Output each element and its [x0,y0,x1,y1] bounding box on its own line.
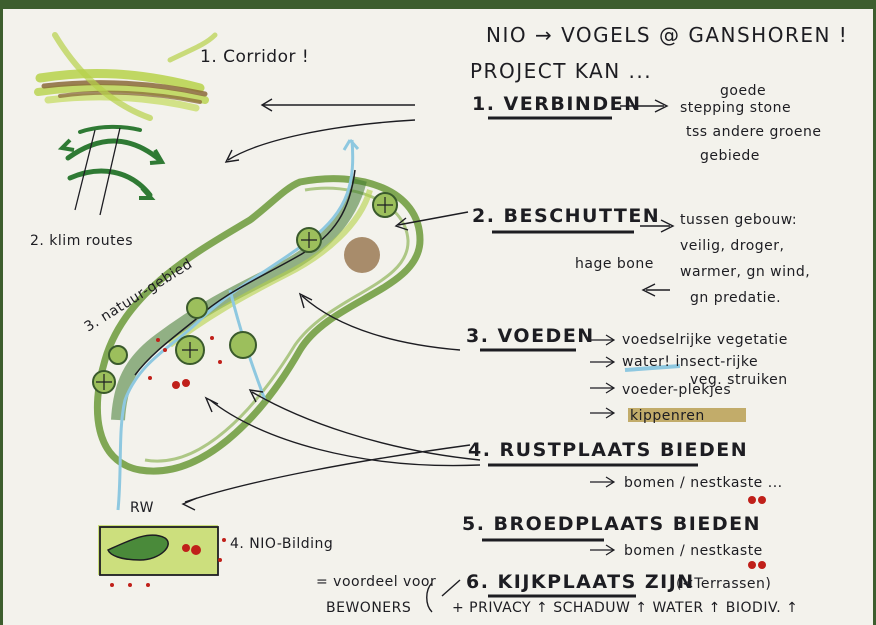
item-2-note: warmer, gn wind, [680,264,810,280]
nio-bilding-label: 4. NIO-Bilding [230,536,333,552]
item-1-note: stepping stone [680,100,791,116]
item-2-header: 2. BESCHUTTEN [472,205,660,227]
bewoners-label: BEWONERS [326,600,411,616]
item-6-header: 6. KIJKPLAATS ZIJN [466,571,695,593]
rw-label: RW [130,500,154,516]
nio-bilding-sketch [98,525,226,587]
item-4-header: 4. RUSTPLAATS BIEDEN [468,439,748,461]
item-6-note: + PRIVACY ↑ SCHADUW ↑ WATER ↑ BIODIV. ↑ [452,600,798,616]
page-title: NIO → VOGELS @ GANSHOREN ! [486,23,848,47]
klimroutes-sketch [62,127,162,215]
item-4-note: bomen / nestkaste ... [624,475,783,491]
item-3-header: 3. VOEDEN [466,325,595,347]
hage-bone-label: hage bone [575,256,654,272]
page-subtitle: PROJECT KAN ... [470,59,652,83]
item-5-note: bomen / nestkaste [624,543,763,559]
item-2-note: tussen gebouw: [680,212,797,228]
item-2-note: gn predatie. [690,290,781,306]
corridor-sketch [38,35,215,118]
item-5-header: 5. BROEDPLAATS BIEDEN [462,513,761,535]
klimroutes-label: 2. klim routes [30,233,133,249]
item-1-header: 1. VERBINDEN [472,93,641,115]
item-1-note: gebiede [700,148,760,164]
item-3-note: voedselrijke vegetatie [622,332,788,348]
item-2-note: veilig, droger, [680,238,784,254]
item-3-note: water! insect-rijke [622,354,758,370]
item-3-note: voeder-plekjes [622,382,731,398]
item-1-note: goede [720,83,766,99]
item-6-note: (<Terrassen) [676,576,771,592]
natuur-gebied-sketch [93,140,420,510]
item-1-note: tss andere groene [686,124,822,140]
item-3-note: kippenren [630,408,705,424]
corridor-label: 1. Corridor ! [200,47,309,67]
voordeel-label: = voordeel voor [316,574,436,590]
